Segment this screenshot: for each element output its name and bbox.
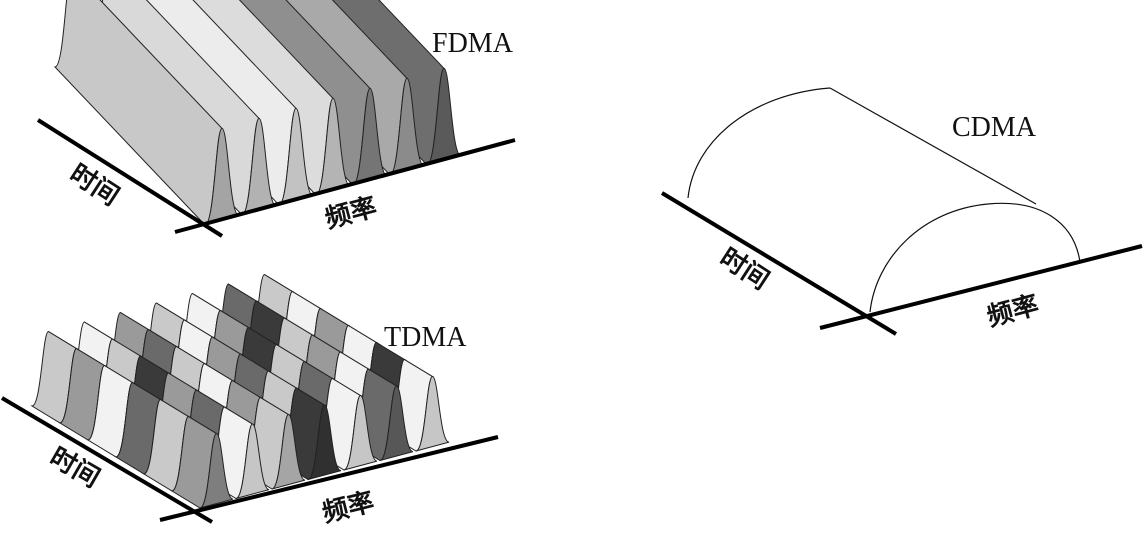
tdma-time-axis-line bbox=[0, 396, 214, 524]
cdma-dome-top bbox=[688, 88, 1038, 248]
cdma-title: CDMA bbox=[952, 112, 1037, 143]
tdma-title: TDMA bbox=[384, 322, 467, 353]
fdma-time-axis-line bbox=[36, 118, 224, 238]
tdma-frequency-axis-line bbox=[159, 435, 499, 522]
tdma-slot-r6-c1 bbox=[170, 416, 234, 509]
cdma-time-axis-label: 时间 bbox=[714, 243, 774, 296]
fdma-diagram: FDMA 时间 频率 bbox=[36, 0, 516, 238]
cdma-front-face bbox=[872, 203, 1080, 312]
tdma-time-axis-label: 时间 bbox=[45, 442, 105, 494]
fdma-title: FDMA bbox=[432, 28, 514, 59]
fdma-frequency-axis-line bbox=[174, 138, 516, 234]
fdma-channel-1 bbox=[53, 0, 240, 226]
cdma-frequency-axis-label: 频率 bbox=[984, 289, 1042, 332]
cdma-front-arch bbox=[869, 202, 1081, 313]
tdma-frequency-axis-label: 频率 bbox=[319, 486, 377, 529]
cdma-frequency-axis-line bbox=[819, 244, 1143, 330]
cdma-time-axis-line bbox=[660, 191, 898, 336]
cdma-back-arch bbox=[687, 87, 831, 199]
cdma-diagram: CDMA 时间 频率 bbox=[660, 87, 1143, 336]
fdma-channels bbox=[53, 0, 462, 226]
fdma-frequency-axis-label: 频率 bbox=[322, 191, 380, 234]
cdma-ridge-line bbox=[829, 87, 1037, 205]
tdma-diagram: TDMA 时间 频率 bbox=[0, 274, 499, 529]
tdma-slots bbox=[30, 274, 450, 509]
